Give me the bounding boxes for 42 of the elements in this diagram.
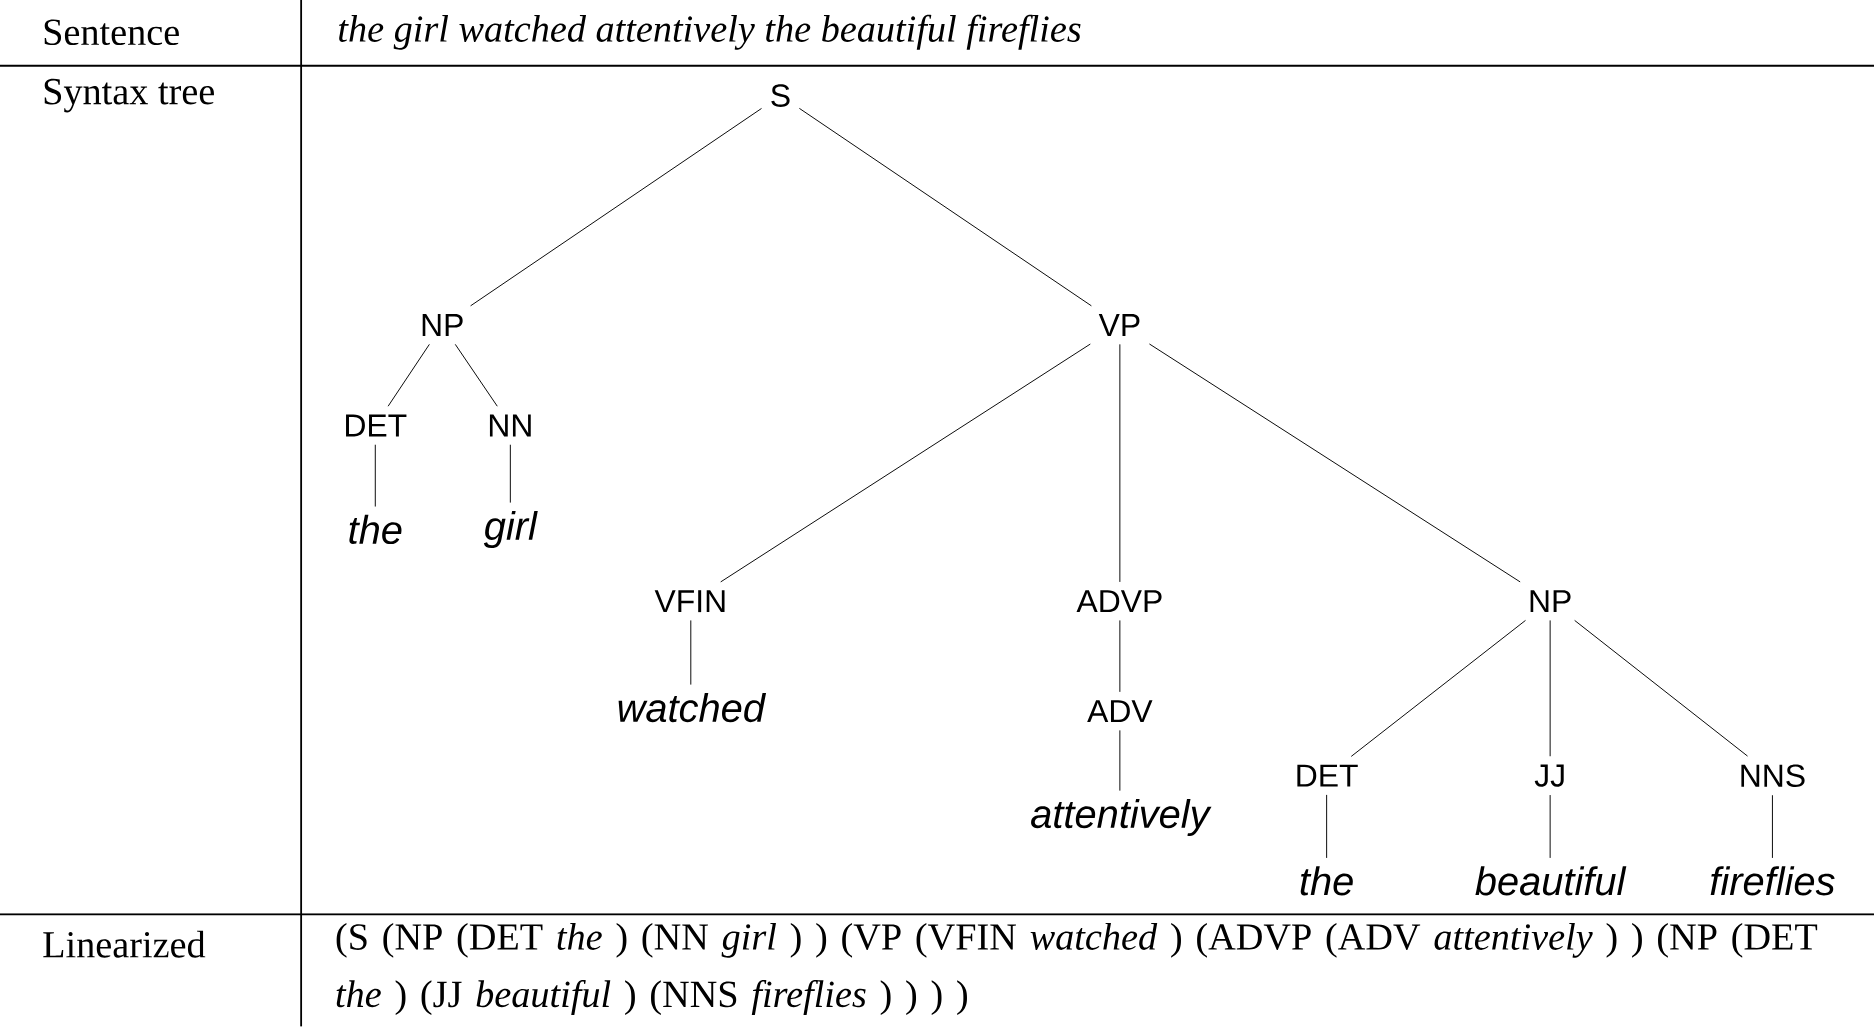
tree-branch [1119,730,1121,792]
tree-branch [1771,794,1773,859]
word-label: fireflies [1710,866,1835,896]
category-label: ADVP [1076,590,1162,613]
word-label: beautiful [1475,866,1627,896]
category-label: VP [1098,314,1140,337]
category-label: DET [346,414,407,437]
category-label: DET [1297,764,1358,787]
tree-branch [1119,344,1121,583]
tree-branch [1549,620,1551,757]
tree-branch [1350,620,1526,758]
row-header: Sentence [44,19,179,46]
word-label: girl [483,511,538,549]
bracketed-text: (S (NP (DET the ) (NN girl ) ) (VP (VFIN watched ) (ADVP (ADV attentively ) ) (NP (DET the ) (JJ beautiful ) (NNS fireflies ) ) ) ) [336,923,1818,1016]
row-header: Linearized [43,930,206,958]
category-label: JJ [1534,764,1564,787]
word-label: the [1300,866,1353,896]
word-label: watched [618,693,767,723]
category-label: NP [422,314,463,337]
tree-branch [1119,620,1121,693]
category-label: NNS [1741,764,1805,788]
category-label: VFIN [654,590,725,613]
word-label: attentively [1031,799,1212,837]
row-header: Syntax tree [44,79,214,113]
category-label: S [771,84,790,108]
category-label: NP [1530,590,1571,613]
category-label: ADV [1087,700,1153,723]
sentence-text: the girl watched attentively the beautiful fireflies [339,14,1081,51]
tree-branch [1326,794,1328,859]
tree-branch [454,344,498,407]
tree-branch [720,343,1091,583]
tree-branch [690,620,692,686]
tree-branch [509,444,511,504]
tree-branch [470,108,762,307]
tree-branch [1549,794,1551,859]
tree-branch [1148,343,1521,583]
tree-branch [374,444,376,508]
word-label: the [349,515,402,545]
tree-branch [387,344,430,407]
tree-branch [1574,620,1748,757]
category-label: NN [489,414,531,437]
tree-branch [798,108,1092,307]
